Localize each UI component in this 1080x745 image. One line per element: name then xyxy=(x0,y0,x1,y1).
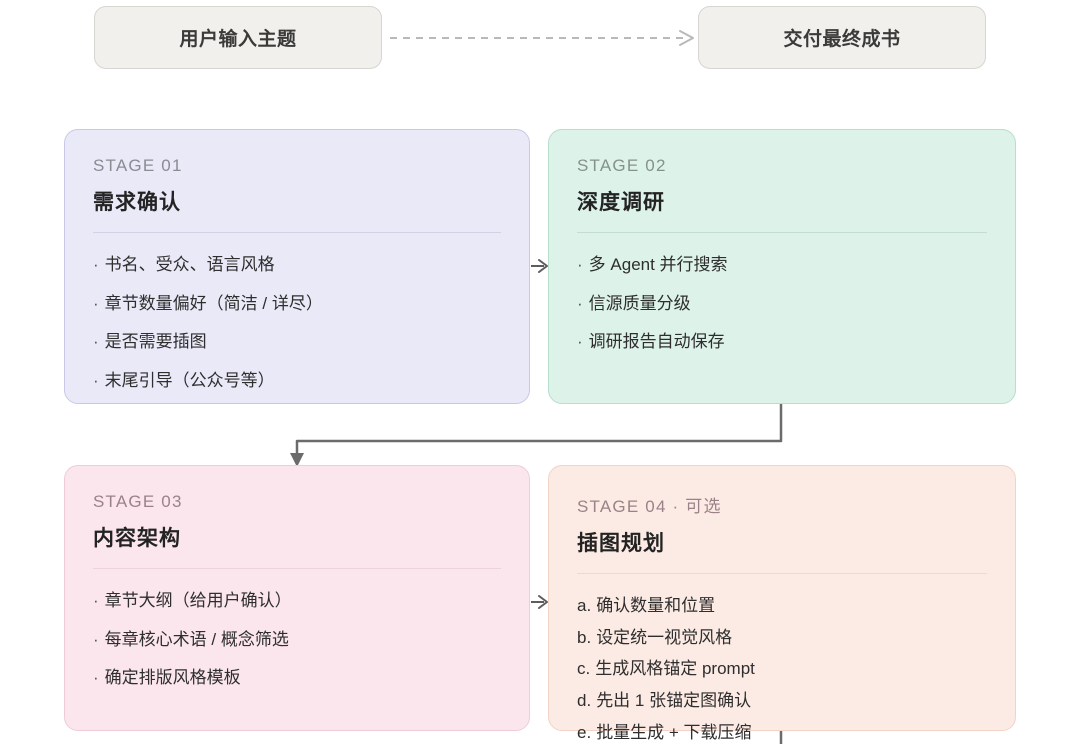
card-divider xyxy=(577,573,987,574)
list-item-text: 章节数量偏好（简洁 / 详尽） xyxy=(104,293,323,313)
list-item-text: 多 Agent 并行搜索 xyxy=(588,255,728,274)
stage-item-list: a.确认数量和位置 b.设定统一视觉风格 c.生成风格锚定 prompt d.先… xyxy=(577,594,987,745)
bullet-marker: · xyxy=(93,591,99,610)
arrow-stage3-to-stage4-head xyxy=(538,595,548,609)
list-item: ·调研报告自动保存 xyxy=(577,330,987,355)
elbow-connector-stage2-to-stage3 xyxy=(295,404,783,462)
flow-end-box[interactable]: 交付最终成书 xyxy=(698,6,986,69)
bullet-marker: · xyxy=(577,255,583,274)
card-divider xyxy=(577,232,987,233)
list-item-text: 每章核心术语 / 概念筛选 xyxy=(104,629,289,649)
enum-marker: b. xyxy=(577,627,592,647)
list-item: b.设定统一视觉风格 xyxy=(577,626,987,651)
list-item: d.先出 1 张锚定图确认 xyxy=(577,689,987,714)
stage-title: 插图规划 xyxy=(577,532,665,555)
stage-item-list: ·多 Agent 并行搜索 ·信源质量分级 ·调研报告自动保存 xyxy=(577,253,987,355)
stage-label: STAGE 02 xyxy=(577,156,667,175)
list-item-text: 信源质量分级 xyxy=(588,293,691,313)
list-item-text: 章节大纲（给用户确认） xyxy=(104,591,292,610)
bullet-marker: · xyxy=(93,668,99,688)
bullet-marker: · xyxy=(93,293,99,313)
bullet-marker: · xyxy=(577,293,583,313)
flow-end-label: 交付最终成书 xyxy=(783,29,901,50)
enum-marker: e. xyxy=(577,722,592,742)
list-item: ·每章核心术语 / 概念筛选 xyxy=(93,628,501,653)
list-item: ·确定排版风格模板 xyxy=(93,666,501,691)
list-item-text: 批量生成 + 下载压缩 xyxy=(596,722,752,742)
stage-label: STAGE 01 xyxy=(93,156,183,175)
stage-card-02[interactable]: STAGE 02 深度调研 ·多 Agent 并行搜索 ·信源质量分级 ·调研报… xyxy=(548,129,1016,404)
bullet-marker: · xyxy=(93,370,99,390)
stage-title: 内容架构 xyxy=(93,527,181,550)
list-item-text: 末尾引导（公众号等） xyxy=(104,370,275,390)
list-item-text: 生成风格锚定 prompt xyxy=(595,659,755,679)
stage-card-04[interactable]: STAGE 04 · 可选 插图规划 a.确认数量和位置 b.设定统一视觉风格 … xyxy=(548,465,1016,742)
list-item-text: 确定排版风格模板 xyxy=(104,668,241,688)
stage-item-list: ·书名、受众、语言风格 ·章节数量偏好（简洁 / 详尽） ·是否需要插图 ·末尾… xyxy=(93,253,501,394)
dashed-connector-arrowhead xyxy=(679,30,694,46)
enum-marker: a. xyxy=(577,596,592,615)
bullet-marker: · xyxy=(93,629,99,649)
list-item: ·末尾引导（公众号等） xyxy=(93,369,501,394)
list-item: ·章节数量偏好（简洁 / 详尽） xyxy=(93,292,501,317)
flow-start-label: 用户输入主题 xyxy=(179,29,297,50)
stage-title: 深度调研 xyxy=(577,191,665,214)
list-item-text: 确认数量和位置 xyxy=(596,596,716,615)
list-item: e.批量生成 + 下载压缩 xyxy=(577,721,987,745)
bullet-marker: · xyxy=(93,255,99,274)
list-item: · 多 Agent 并行搜索 xyxy=(577,253,987,278)
list-item-text: 书名、受众、语言风格 xyxy=(104,255,275,274)
card-divider xyxy=(93,568,501,569)
list-item-text: 先出 1 张锚定图确认 xyxy=(596,690,752,710)
stage-label: STAGE 04 · 可选 xyxy=(577,497,722,516)
enum-marker: d. xyxy=(577,690,592,710)
list-item-text: 设定统一视觉风格 xyxy=(596,627,733,647)
stage-item-list: ·章节大纲（给用户确认） ·每章核心术语 / 概念筛选 ·确定排版风格模板 xyxy=(93,589,501,691)
card-divider xyxy=(93,232,501,233)
list-item-text: 调研报告自动保存 xyxy=(588,332,725,352)
list-item: · 书名、受众、语言风格 xyxy=(93,253,501,278)
flow-start-box[interactable]: 用户输入主题 xyxy=(94,6,382,69)
arrow-stage1-to-stage2-head xyxy=(538,259,548,273)
stage-card-01[interactable]: STAGE 01 需求确认 ·书名、受众、语言风格 ·章节数量偏好（简洁 / 详… xyxy=(64,129,530,404)
list-item-text: 是否需要插图 xyxy=(104,332,207,352)
list-item: ·信源质量分级 xyxy=(577,292,987,317)
bullet-marker: · xyxy=(93,332,99,352)
list-item: c.生成风格锚定 prompt xyxy=(577,657,987,682)
list-item: · 章节大纲（给用户确认） xyxy=(93,589,501,614)
list-item: ·是否需要插图 xyxy=(93,330,501,355)
stage-title: 需求确认 xyxy=(93,191,181,214)
stage-card-03[interactable]: STAGE 03 内容架构 ·章节大纲（给用户确认） ·每章核心术语 / 概念筛… xyxy=(64,465,530,731)
list-item: a.确认数量和位置 xyxy=(577,594,987,619)
stage-label: STAGE 03 xyxy=(93,492,183,511)
bullet-marker: · xyxy=(577,332,583,352)
enum-marker: c. xyxy=(577,659,591,679)
